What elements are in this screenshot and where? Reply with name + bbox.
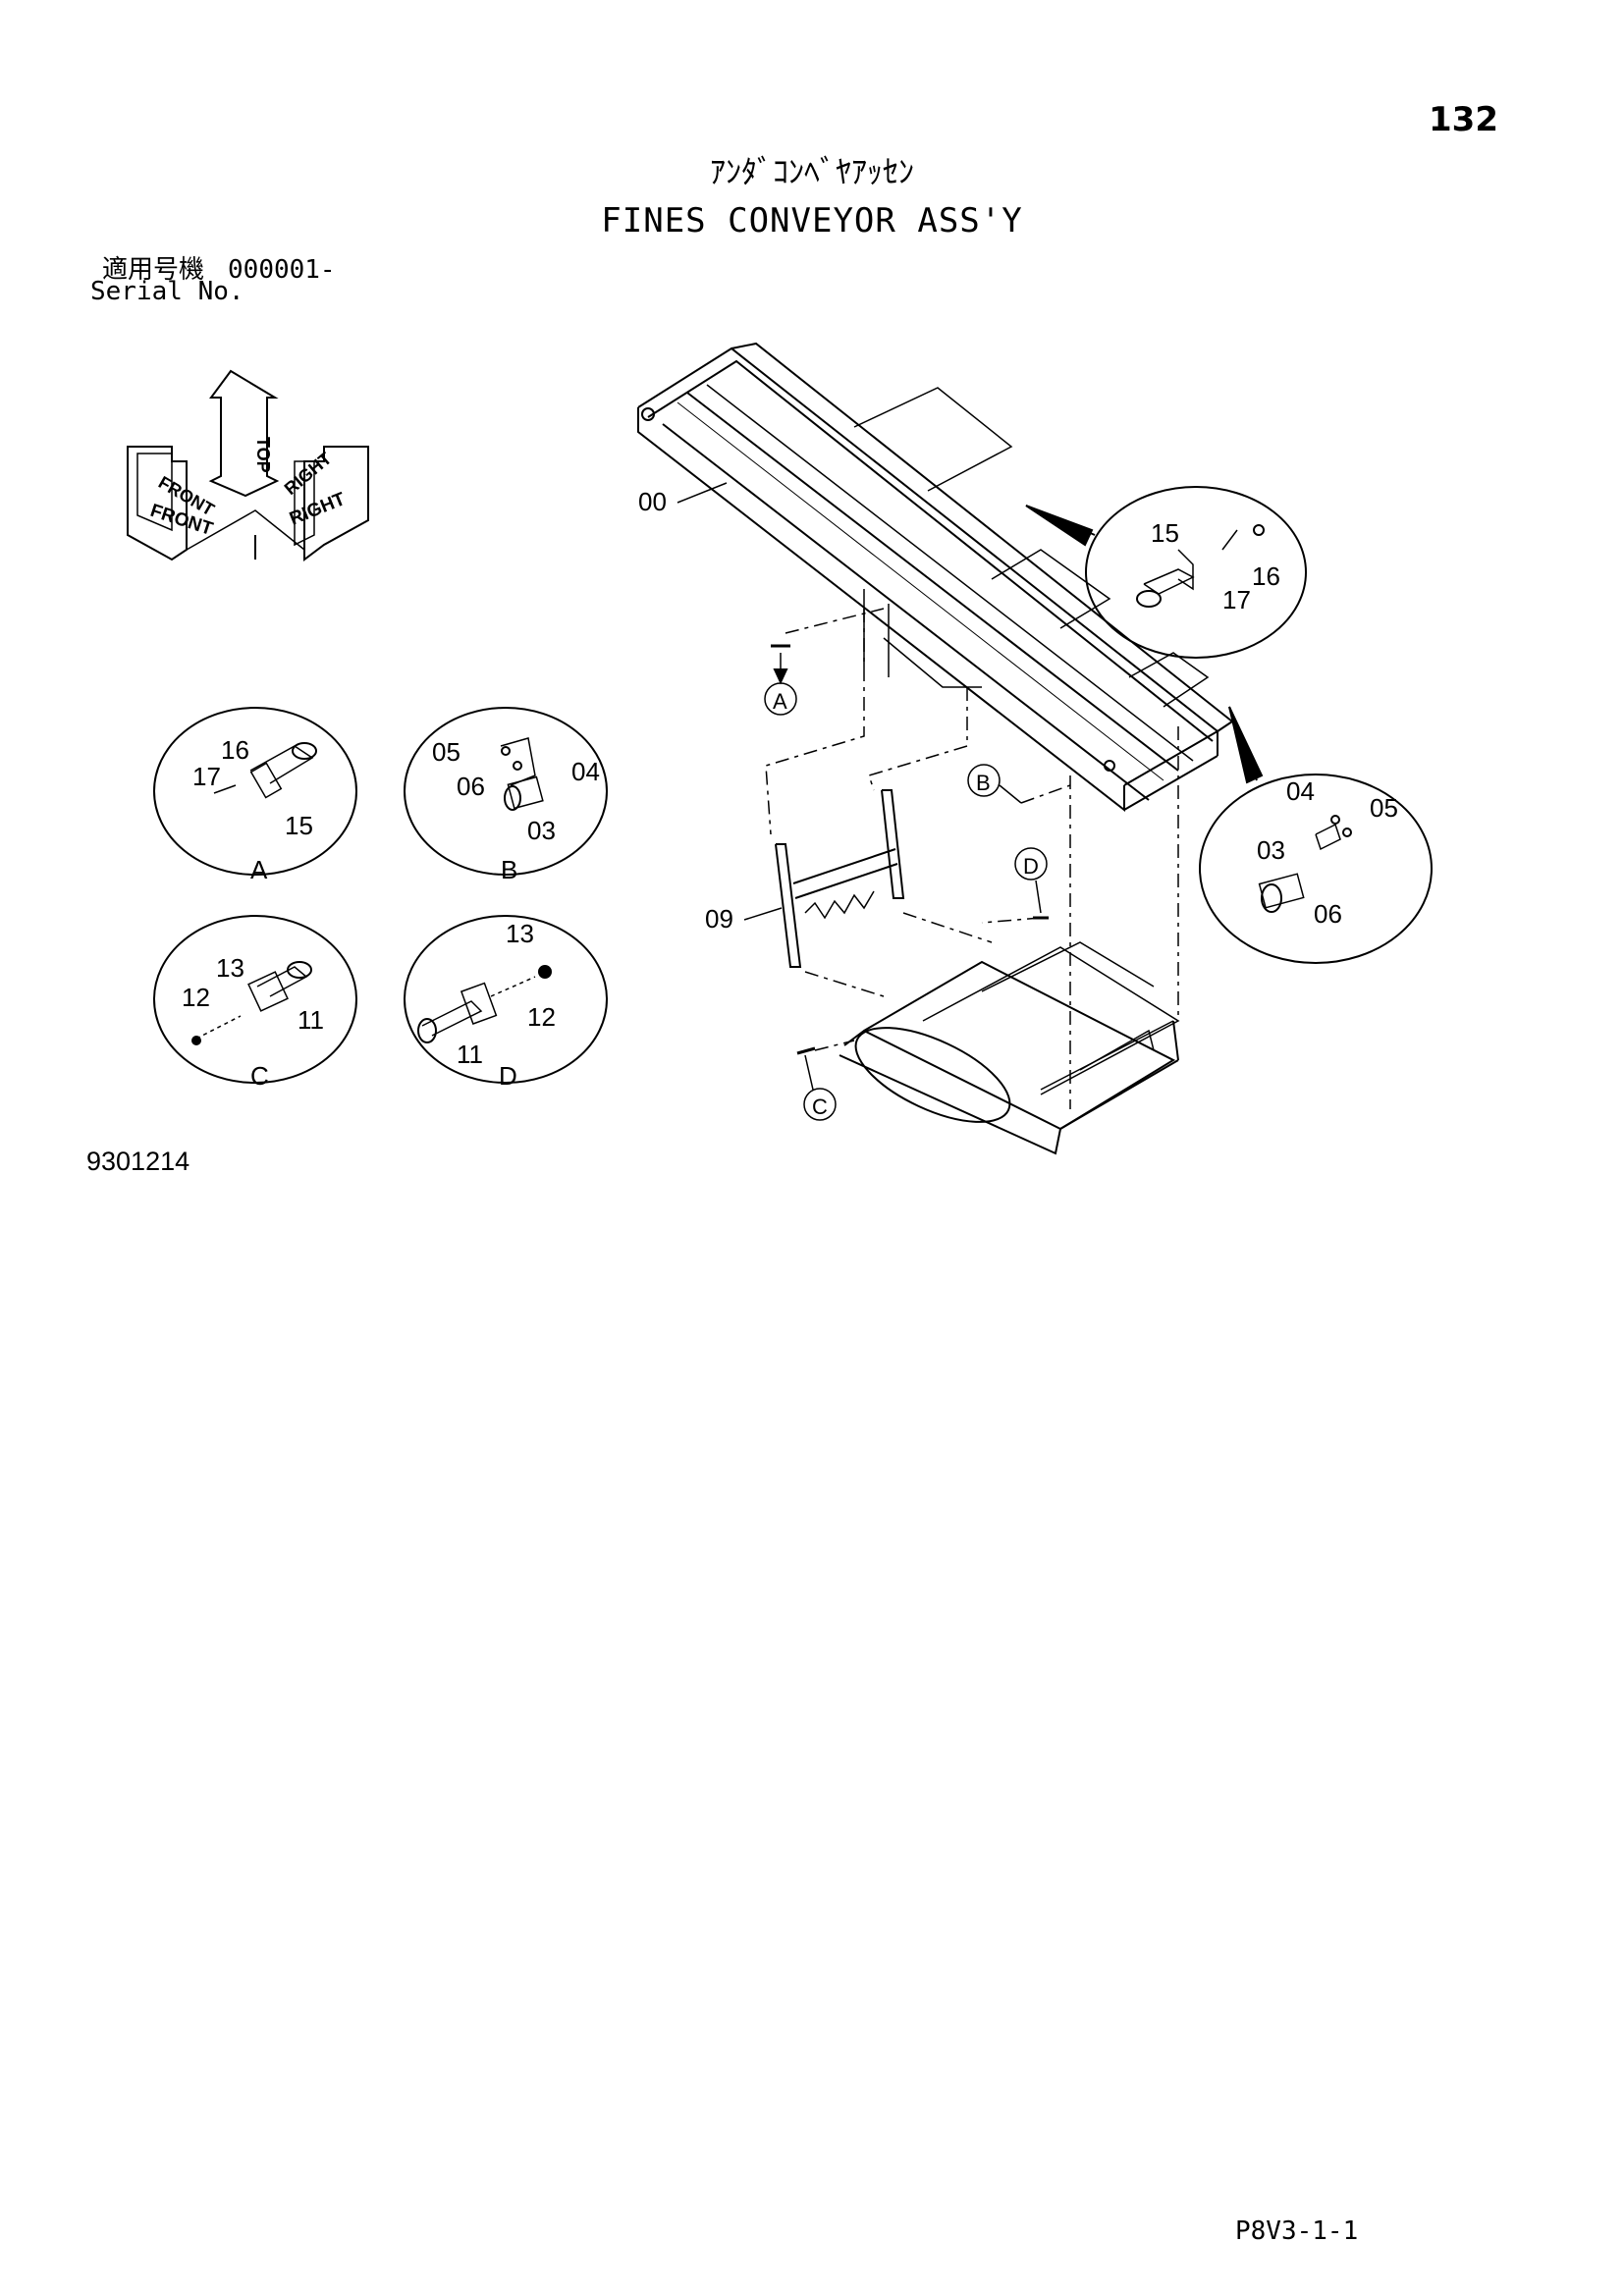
assembly-dashed-lines xyxy=(765,608,1179,1109)
detail-d-label: D xyxy=(499,1061,517,1091)
reference-marker-d: D xyxy=(1014,847,1049,920)
serial-label-japanese: 適用号機 xyxy=(102,255,205,285)
detail-a: 16 17 15 A xyxy=(153,707,357,884)
callout-legs: 09 xyxy=(705,904,733,934)
orientation-indicator: FRONT FRONT TOP RIGHT RIGHT xyxy=(127,369,369,561)
drawing-number: 9301214 xyxy=(86,1147,190,1176)
detail-d: 13 12 11 D xyxy=(404,915,608,1091)
detail-b-part-3: 06 xyxy=(457,772,485,801)
detail-right-part-4: 06 xyxy=(1314,899,1342,929)
detail-c-part-2: 12 xyxy=(182,983,210,1012)
crawler-chassis xyxy=(839,941,1180,1155)
orientation-right-upper-label: RIGHT xyxy=(281,449,336,499)
conveyor-frame xyxy=(637,342,1234,813)
detail-c: 13 12 11 C xyxy=(153,915,357,1091)
detail-upper-right-part-1: 15 xyxy=(1151,518,1179,548)
svg-text:B: B xyxy=(976,771,991,795)
detail-right-part-1: 04 xyxy=(1286,776,1315,806)
detail-a-part-3: 15 xyxy=(285,811,313,840)
detail-c-part-1: 13 xyxy=(216,953,244,983)
reference-marker-c: C xyxy=(796,1046,837,1121)
svg-text:C: C xyxy=(812,1095,828,1119)
callout-main-assembly: 00 xyxy=(638,487,667,516)
detail-b-part-1: 05 xyxy=(432,737,460,767)
serial-line-japanese: 適用号機 000001- xyxy=(102,249,359,286)
page-number: 132 xyxy=(1429,100,1498,139)
detail-upper-right-part-2: 16 xyxy=(1252,561,1280,591)
detail-d-part-2: 12 xyxy=(527,1002,556,1032)
parts-diagram: FRONT FRONT TOP RIGHT RIGHT xyxy=(127,342,1433,1155)
detail-d-part-1: 13 xyxy=(506,919,534,948)
svg-text:D: D xyxy=(1023,854,1039,879)
serial-value: 000001- xyxy=(228,255,336,285)
svg-text:A: A xyxy=(773,689,787,714)
page-code: P8V3-1-1 xyxy=(1235,2216,1359,2246)
reference-marker-b: B xyxy=(967,764,1022,804)
detail-d-part-3: 11 xyxy=(457,1040,483,1069)
detail-right-part-2: 05 xyxy=(1370,793,1398,823)
leg-frame xyxy=(775,789,905,968)
detail-b: 05 04 06 03 B xyxy=(404,707,608,884)
title-japanese: ｱﾝﾀﾞｺﾝﾍﾞﾔｱｯｾﾝ xyxy=(709,153,914,190)
detail-b-part-2: 04 xyxy=(571,757,600,786)
detail-right: 04 05 03 06 xyxy=(1199,706,1433,964)
detail-a-label: A xyxy=(250,855,268,884)
detail-b-label: B xyxy=(501,855,517,884)
detail-c-part-3: 11 xyxy=(298,1005,324,1035)
detail-right-part-3: 03 xyxy=(1257,835,1285,865)
title-english: FINES CONVEYOR ASS'Y xyxy=(601,201,1023,240)
orientation-top-label: TOP xyxy=(253,437,273,473)
detail-upper-right: 15 16 17 xyxy=(1025,486,1307,659)
detail-c-label: C xyxy=(250,1061,269,1091)
detail-a-part-1: 16 xyxy=(221,735,249,765)
detail-a-part-2: 17 xyxy=(192,762,221,791)
reference-marker-a: A xyxy=(764,644,797,716)
serial-label-english: Serial No. xyxy=(90,277,244,306)
detail-b-part-4: 03 xyxy=(527,816,556,845)
detail-upper-right-part-3: 17 xyxy=(1222,585,1251,614)
